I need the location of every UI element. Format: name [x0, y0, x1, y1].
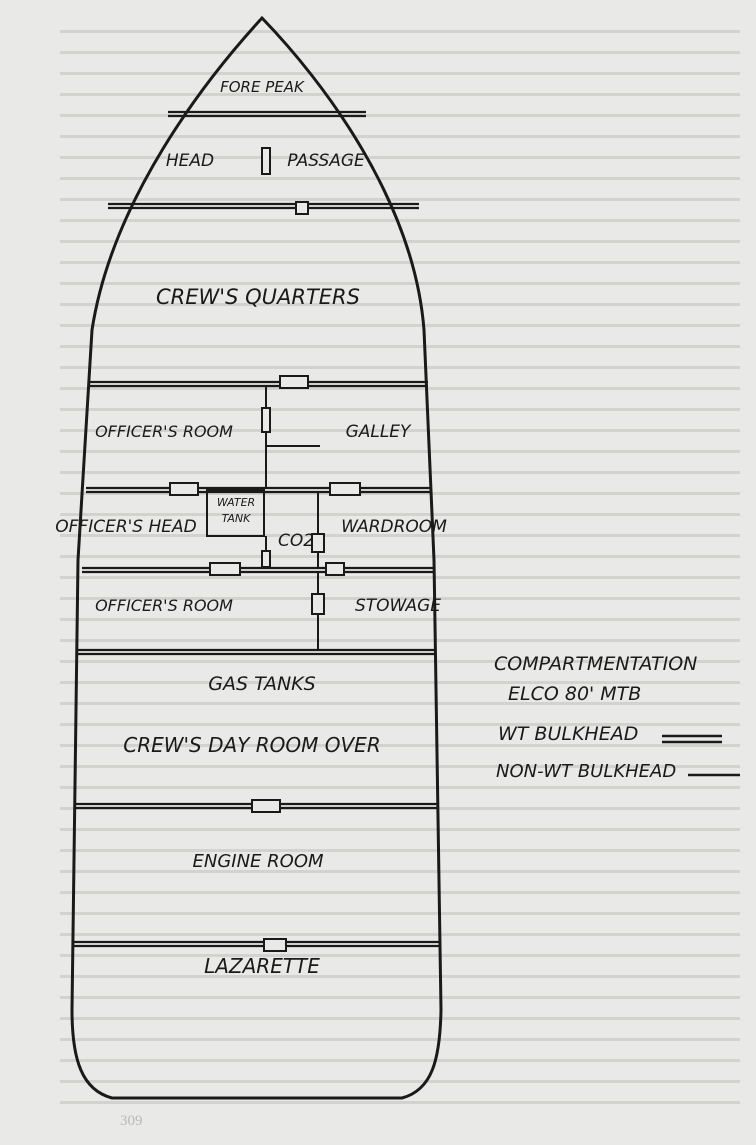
bleed-line — [60, 1080, 740, 1083]
door-8 — [311, 533, 325, 553]
bleed-line — [60, 723, 740, 726]
bleed-line — [60, 639, 740, 642]
label-forepeak: FORE PEAK — [220, 78, 305, 96]
legend-wt-label: WT BULKHEAD — [498, 723, 638, 745]
hull-line — [70, 15, 443, 1100]
water-tank-box: WATER TANK — [206, 489, 265, 537]
bleed-line — [60, 870, 740, 873]
door-1 — [295, 201, 309, 215]
label-gas-tanks: GAS TANKS — [208, 673, 315, 695]
label-engine-room: ENGINE ROOM — [192, 851, 323, 872]
label-crews-day-room: CREW'S DAY ROOM OVER — [123, 733, 380, 757]
label-passage: PASSAGE — [287, 151, 365, 171]
door-7 — [325, 562, 345, 576]
label-crews-quarters: CREW'S QUARTERS — [156, 285, 360, 309]
bleed-line — [60, 282, 740, 285]
bleed-line — [60, 576, 740, 579]
bleed-line — [60, 240, 740, 243]
water-tank-outline — [206, 489, 265, 537]
label-co2: CO2 — [278, 531, 314, 551]
hull-outline — [70, 15, 443, 1100]
label-galley: GALLEY — [346, 422, 412, 442]
label-officers-head: OFFICER'S HEAD — [55, 517, 197, 537]
bleed-line — [60, 513, 740, 516]
water-tank-label-line2: TANK — [222, 512, 251, 525]
label-officers-room-1: OFFICER'S ROOM — [95, 422, 233, 441]
bleed-line — [60, 366, 740, 369]
label-wardroom: WARDROOM — [341, 517, 447, 537]
door-0 — [261, 147, 271, 175]
bleed-line — [60, 765, 740, 768]
bleed-line — [60, 156, 740, 159]
compartment-labels: FORE PEAK HEAD PASSAGE CREW'S QUARTERS O… — [55, 78, 447, 978]
bleed-line — [60, 303, 740, 306]
bleed-line — [60, 681, 740, 684]
water-tank-label-line1: WATER — [217, 496, 255, 509]
bleed-line — [60, 954, 740, 957]
door-5 — [329, 482, 361, 496]
bulkheads — [74, 110, 439, 948]
label-officers-room-2: OFFICER'S ROOM — [95, 596, 233, 615]
bleed-line — [60, 828, 740, 831]
bleed-line — [60, 996, 740, 999]
bleed-line — [60, 324, 740, 327]
bleed-line — [60, 471, 740, 474]
bleed-line — [60, 450, 740, 453]
label-lazarette: LAZARETTE — [204, 954, 320, 978]
label-head: HEAD — [166, 151, 214, 171]
bleed-line — [60, 891, 740, 894]
bleed-line — [60, 135, 740, 138]
bleed-line — [60, 597, 740, 600]
page-number: 309 — [120, 1113, 143, 1129]
door-3 — [261, 407, 271, 433]
label-stowage: STOWAGE — [355, 596, 441, 616]
door-4 — [169, 482, 199, 496]
bleed-line — [60, 408, 740, 411]
legend-title: COMPARTMENTATION — [494, 653, 697, 675]
door-10 — [261, 550, 271, 568]
bleed-line — [60, 1017, 740, 1020]
legend: COMPARTMENTATION ELCO 80' MTB WT BULKHEA… — [494, 653, 740, 782]
bleed-line — [60, 849, 740, 852]
bleed-line — [60, 1101, 740, 1104]
bleed-line — [60, 1059, 740, 1062]
bleed-line — [60, 93, 740, 96]
bleed-line — [60, 429, 740, 432]
bleed-line — [60, 51, 740, 54]
bleed-line — [60, 114, 740, 117]
bleed-line — [60, 198, 740, 201]
bleed-line — [60, 345, 740, 348]
bleed-line — [60, 912, 740, 915]
door-6 — [209, 562, 241, 576]
bleed-line — [60, 261, 740, 264]
bleed-line — [60, 492, 740, 495]
bleed-line — [60, 975, 740, 978]
door-12 — [263, 938, 287, 952]
door-11 — [251, 799, 281, 813]
bleed-line — [60, 933, 740, 936]
legend-subtitle: ELCO 80' MTB — [508, 683, 641, 705]
door-2 — [279, 375, 309, 389]
bleed-line — [60, 30, 740, 33]
bleed-line — [60, 660, 740, 663]
bleed-line — [60, 177, 740, 180]
bleed-line — [60, 1038, 740, 1041]
doors — [169, 147, 361, 952]
bleed-line — [60, 555, 740, 558]
bleed-line — [60, 219, 740, 222]
bleed-line — [60, 72, 740, 75]
bleed-line — [60, 387, 740, 390]
bleed-line — [60, 534, 740, 537]
door-9 — [311, 593, 325, 615]
bleed-line — [60, 702, 740, 705]
legend-nonwt-label: NON-WT BULKHEAD — [496, 761, 676, 782]
bleed-line — [60, 618, 740, 621]
bleed-line — [60, 786, 740, 789]
bleed-line — [60, 744, 740, 747]
